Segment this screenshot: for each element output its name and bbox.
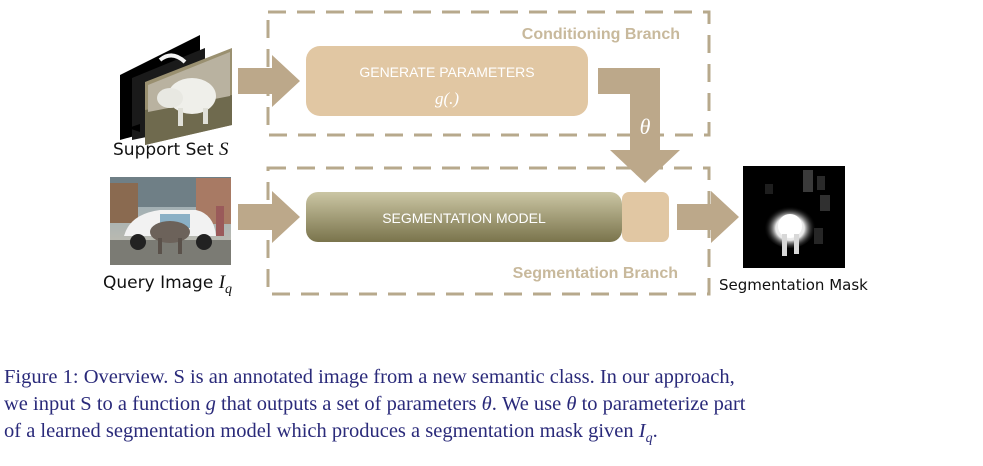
generate-parameters-title: GENERATE PARAMETERS: [359, 64, 534, 80]
segmentation-mask-image: [743, 166, 845, 268]
query-image-subscript: q: [225, 282, 232, 297]
generate-parameters-function: g(.): [435, 89, 459, 108]
query-image-label: Query Image Iq: [103, 272, 232, 297]
support-set-label: Support Set S: [113, 139, 229, 160]
overview-diagram: Conditioning Branch Segmentation Branch …: [103, 10, 868, 297]
arrow-query-to-model: [238, 191, 300, 243]
support-set-images: [120, 35, 232, 145]
segmentation-mask-label: Segmentation Mask: [719, 276, 868, 294]
segmentation-branch-box: [266, 166, 711, 296]
caption-line-3: of a learned segmentation model which pr…: [4, 420, 658, 447]
support-set-symbol: S: [219, 139, 229, 160]
caption-line-2: we input S to a function g that outputs …: [4, 393, 746, 415]
figure-caption: Figure 1: Overview. S is an annotated im…: [4, 364, 980, 452]
segmentation-model-label: SEGMENTATION MODEL: [382, 210, 546, 226]
theta-symbol: θ: [640, 114, 651, 139]
arrow-model-to-mask: [677, 191, 739, 243]
arrow-support-to-generate: [238, 55, 300, 107]
segmentation-branch-label: Segmentation Branch: [513, 265, 678, 282]
conditioning-branch-box: [266, 10, 711, 137]
segmentation-model-box: [306, 192, 622, 242]
parameterized-part-box: [622, 192, 669, 242]
caption-line-1: Figure 1: Overview. S is an annotated im…: [4, 366, 735, 388]
query-image: [110, 177, 231, 265]
query-image-symbol: I: [218, 272, 227, 293]
arrow-theta-down: [598, 68, 680, 183]
conditioning-branch-label: Conditioning Branch: [522, 26, 680, 43]
generate-parameters-box: [306, 46, 588, 116]
